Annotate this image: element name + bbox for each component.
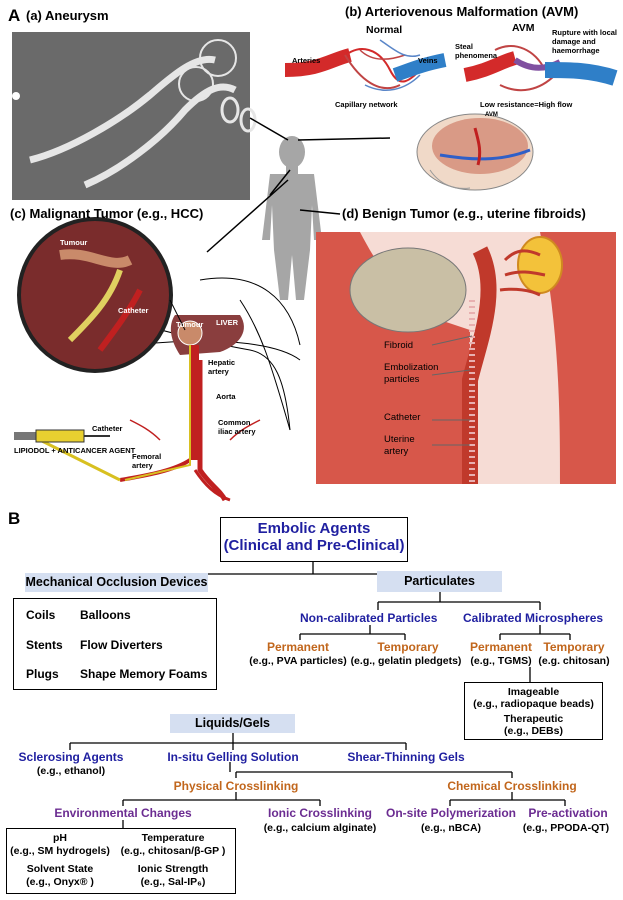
ionic-crosslinking-example: (e.g., calcium alginate) — [263, 822, 377, 834]
liquids-header: Liquids/Gels — [170, 714, 295, 733]
ionic-strength-example: (e.g., Sal-IP₆) — [140, 876, 206, 888]
brain-head-image — [416, 113, 534, 191]
fibroid-diagram — [316, 232, 616, 484]
onsite-polymerization-label: On-site Polymerization — [385, 806, 517, 820]
avm-small-label: AVM — [485, 112, 498, 118]
avm-steal-label: Steal phenomena — [455, 42, 498, 60]
aneurysm-title: (a) Aneurysm — [26, 8, 109, 23]
avm-avm-label: AVM — [512, 22, 535, 34]
hcc-iliac-label: Common iliac artery — [218, 418, 256, 436]
shear-thinning-label: Shear-Thinning Gels — [347, 750, 465, 764]
mechanical-header: Mechanical Occlusion Devices — [25, 573, 208, 592]
hcc-title: (c) Malignant Tumor (e.g., HCC) — [10, 206, 204, 221]
noncalibrated-label: Non-calibrated Particles — [300, 611, 438, 625]
fibroid-particles-label: Embolization particles — [384, 362, 439, 385]
solvent-state-example: (e.g., Onyx® ) — [26, 876, 94, 888]
calibrated-subtypes-box: Imageable (e.g., radiopaque beads) Thera… — [464, 682, 603, 740]
hcc-aorta-label: Aorta — [216, 392, 236, 401]
ph-example: (e.g., SM hydrogels) — [10, 845, 110, 857]
imageable-label: Imageable — [507, 686, 560, 698]
mech-stents: Stents — [26, 638, 63, 652]
mech-coils: Coils — [26, 608, 56, 622]
hcc-liver-label: LIVER — [216, 318, 239, 327]
hcc-lipiodol-label: LIPIODOL + ANTICANCER AGENT — [14, 446, 136, 455]
cal-temporary: Temporary — [543, 640, 605, 654]
embolic-agents-root: Embolic Agents (Clinical and Pre-Clinica… — [220, 517, 408, 562]
chemical-crosslinking-label: Chemical Crosslinking — [447, 779, 577, 793]
avm-lowres-label: Low resistance=High flow — [480, 100, 573, 109]
hcc-femoral-label: Femoral artery — [132, 452, 162, 470]
imageable-example: (e.g., radiopaque beads) — [473, 698, 594, 710]
environmental-changes-box — [6, 828, 236, 894]
physical-crosslinking-label: Physical Crosslinking — [173, 779, 299, 793]
ionic-crosslinking-label: Ionic Crosslinking — [267, 806, 372, 820]
nc-temporary-example: (e.g., gelatin pledgets) — [350, 655, 462, 667]
calibrated-label: Calibrated Microspheres — [463, 611, 604, 625]
hcc-catheter-label-2: Catheter — [92, 424, 123, 433]
ionic-strength-label: Ionic Strength — [137, 863, 209, 875]
hcc-tumour-label-2: Tumour — [176, 320, 204, 329]
avm-normal-diagram — [284, 39, 447, 91]
root-subtitle: (Clinical and Pre-Clinical) — [223, 537, 405, 554]
cal-temporary-example: (e.g. chitosan) — [538, 655, 610, 667]
preactivation-label: Pre-activation — [528, 806, 608, 820]
avm-abnormal-diagram — [463, 45, 618, 92]
therapeutic-label: Therapeutic — [503, 713, 564, 725]
temperature-label: Temperature — [141, 832, 205, 844]
avm-capillary-label: Capillary network — [335, 100, 398, 109]
ph-label: pH — [53, 832, 67, 844]
sclerosing-example: (e.g., ethanol) — [36, 765, 106, 777]
sclerosing-label: Sclerosing Agents — [18, 750, 124, 764]
nc-permanent-example: (e.g., PVA particles) — [249, 655, 347, 667]
mech-shape-memory-foams: Shape Memory Foams — [80, 667, 208, 681]
avm-rupture-label: Rupture with local damage and haemorrhag… — [552, 28, 618, 55]
magnified-view — [17, 217, 173, 373]
preactivation-example: (e.g., PPODA-QT) — [522, 822, 610, 834]
hcc-diagram — [14, 217, 301, 502]
particulates-header: Particulates — [377, 571, 502, 592]
human-silhouette — [262, 136, 322, 300]
cal-permanent: Permanent — [469, 640, 533, 654]
fibroid-label: Fibroid — [384, 340, 414, 351]
fibroid-uterine-label: Uterine artery — [384, 434, 415, 457]
solvent-state-label: Solvent State — [26, 863, 94, 875]
hcc-catheter-label-1: Catheter — [118, 306, 149, 315]
panel-a-label: A — [8, 6, 21, 25]
panel-b-label: B — [8, 509, 21, 528]
cal-permanent-example: (e.g., TGMS) — [470, 655, 532, 667]
mech-balloons: Balloons — [80, 608, 131, 622]
environmental-changes-label: Environmental Changes — [54, 806, 192, 820]
root-title: Embolic Agents — [257, 520, 371, 537]
therapeutic-example: (e.g., DEBs) — [504, 725, 563, 737]
avm-arteries-label: Arteries — [292, 56, 321, 65]
mechanical-box — [13, 598, 217, 690]
mech-plugs: Plugs — [26, 667, 59, 681]
fibroid-catheter-label: Catheter — [384, 412, 421, 423]
insitu-label: In-situ Gelling Solution — [167, 750, 299, 764]
fibroid-title: (d) Benign Tumor (e.g., uterine fibroids… — [342, 206, 586, 221]
avm-normal-label: Normal — [366, 24, 403, 36]
mech-flow-diverters: Flow Diverters — [80, 638, 163, 652]
avm-veins-label: Veins — [418, 56, 438, 65]
avm-title: (b) Arteriovenous Malformation (AVM) — [345, 4, 579, 19]
hcc-tumour-label-1: Tumour — [60, 238, 88, 247]
onsite-polymerization-example: (e.g., nBCA) — [420, 822, 482, 834]
hcc-hepatic-label: Hepatic artery — [208, 358, 236, 376]
temperature-example: (e.g., chitosan/β-GP ) — [120, 845, 226, 857]
nc-temporary: Temporary — [377, 640, 439, 654]
syringe-icon — [14, 429, 110, 443]
nc-permanent: Permanent — [266, 640, 330, 654]
